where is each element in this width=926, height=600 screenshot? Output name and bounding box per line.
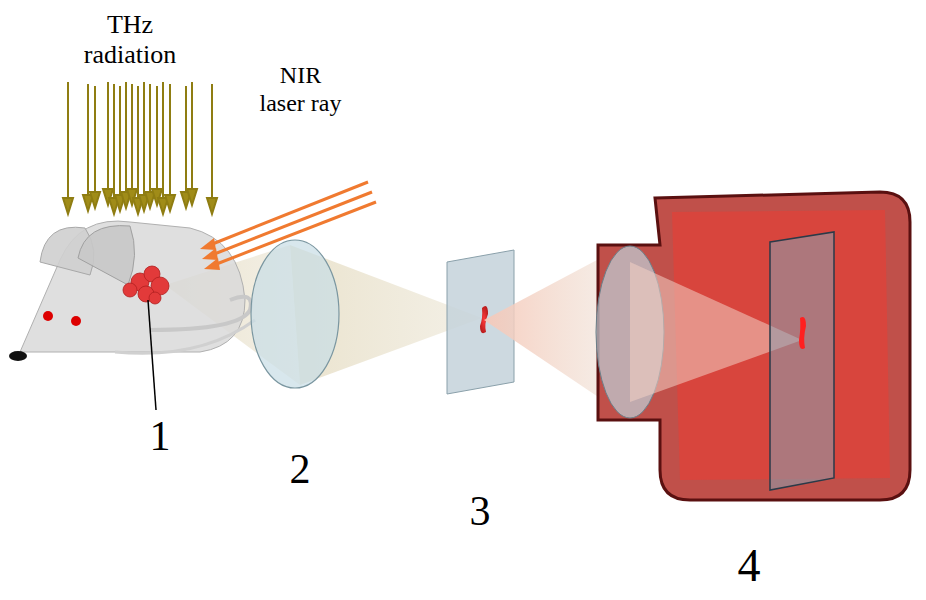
callout-number: 4 xyxy=(730,540,768,593)
thz-arrow xyxy=(87,84,89,197)
thz-arrow xyxy=(107,82,109,191)
callout-number: 1 xyxy=(145,412,175,460)
thz-arrow xyxy=(191,82,193,191)
thz-arrow xyxy=(67,82,69,200)
lens xyxy=(251,240,339,388)
thz-arrow xyxy=(131,84,133,191)
thz-arrow xyxy=(113,84,115,200)
arrow-head xyxy=(63,198,73,214)
thz-arrow xyxy=(137,86,139,200)
thz-arrow xyxy=(143,82,145,197)
callout-number: 3 xyxy=(463,487,497,535)
camera xyxy=(596,192,910,500)
thz-arrow xyxy=(125,82,127,194)
thz-arrow xyxy=(211,84,213,200)
thz-arrow xyxy=(149,84,151,194)
thz-arrow xyxy=(94,86,96,194)
thz-arrow xyxy=(162,82,164,200)
callout-number: 2 xyxy=(283,445,317,493)
arrow-head xyxy=(165,195,175,211)
thz-arrow xyxy=(156,86,158,191)
arrow-head xyxy=(187,189,197,205)
thz-arrow xyxy=(185,86,187,194)
thz-arrow xyxy=(169,84,171,197)
laser-label: NIR laser ray xyxy=(257,62,344,117)
radiation-label: THz radiation xyxy=(70,10,190,70)
mouse xyxy=(9,221,255,410)
thz-arrow xyxy=(119,86,121,197)
arrow-head xyxy=(207,198,217,214)
thz-arrows xyxy=(63,82,217,214)
arrow-head xyxy=(90,192,100,208)
